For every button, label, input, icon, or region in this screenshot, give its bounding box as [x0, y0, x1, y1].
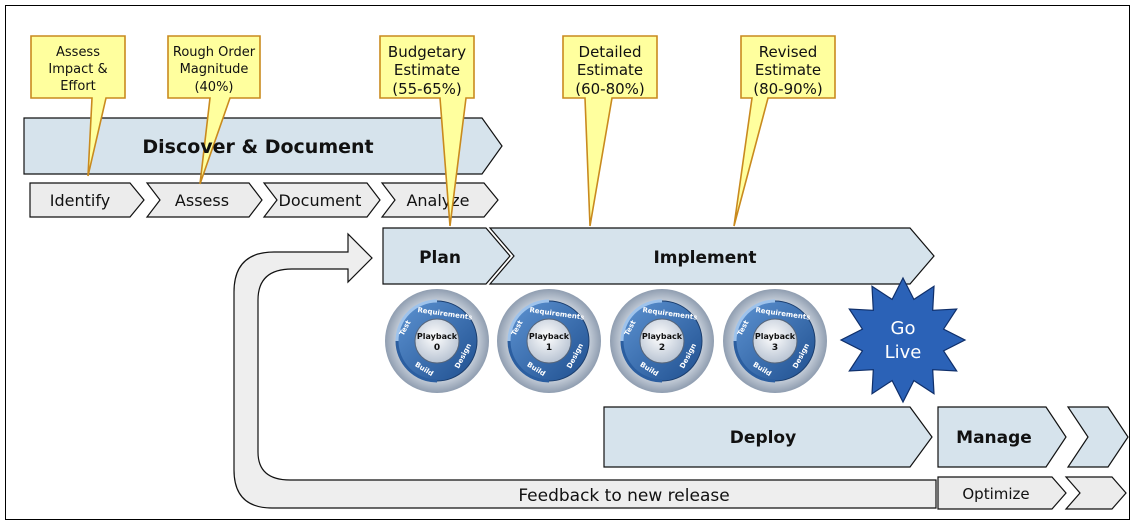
step-assess-label: Assess	[175, 191, 229, 210]
step-analyze-label: Analyze	[406, 191, 469, 210]
playback-0-number: 0	[434, 343, 440, 353]
optimize-chevron	[937, 476, 1067, 510]
optimize-continuation-chevron	[1064, 476, 1127, 510]
phase-implement-label: Implement	[653, 248, 756, 268]
callout-detailed-line-1: Detailed	[579, 43, 642, 61]
callout-revised-line-1: Revised	[759, 43, 818, 61]
playback-3-number: 3	[772, 343, 778, 353]
step-assess-chevron	[145, 182, 263, 218]
callout-rough-order-line-2: Magnitude	[180, 62, 249, 77]
callout-detailed: Detailed Estimate (60-80%)	[562, 35, 658, 227]
step-chevrons: Identify Assess Document Analyze	[29, 182, 499, 218]
callout-assess-line-1: Assess	[56, 45, 100, 60]
phase-manage-label: Manage	[956, 428, 1032, 448]
phase-deploy-arrow	[603, 406, 933, 468]
callout-rough-order: Rough Order Magnitude (40%)	[167, 35, 261, 185]
phase-deploy-label: Deploy	[730, 428, 796, 448]
go-live-star: Go Live	[839, 276, 967, 404]
phase-implement-arrow	[488, 227, 935, 285]
callout-budgetary-line-1: Budgetary	[388, 43, 466, 61]
playback-cycle-3: Requirements Test Design Build Playback …	[723, 289, 827, 393]
callout-assess: Assess Impact & Effort	[30, 35, 126, 177]
callout-rough-order-line-1: Rough Order	[173, 45, 256, 60]
feedback-loop-arrow	[233, 232, 937, 509]
callout-rough-order-line-3: (40%)	[194, 80, 233, 95]
playback-cycle-1: Requirements Test Design Build Playback …	[497, 289, 601, 393]
phase-discover-arrow	[23, 117, 503, 175]
phase-discover-label: Discover & Document	[142, 136, 373, 158]
phase-manage-continuation-arrow	[1066, 406, 1129, 468]
playback-cycle-2: Requirements Test Design Build Playback …	[610, 289, 714, 393]
go-live-line-2: Live	[885, 342, 922, 363]
playback-cycle-0: Requirements Test Design Build Playback …	[385, 289, 489, 393]
step-analyze-chevron	[380, 182, 499, 218]
callout-assess-line-3: Effort	[60, 79, 96, 94]
callout-revised: Revised Estimate (80-90%)	[733, 35, 836, 227]
playback-2-number: 2	[659, 343, 665, 353]
phase-manage-arrow	[937, 406, 1067, 468]
phase-plan-arrow	[382, 227, 511, 285]
callout-revised-line-3: (80-90%)	[753, 80, 823, 98]
playback-cycles: Requirements Test Design Build Playback …	[385, 289, 827, 393]
go-live-starburst	[839, 276, 967, 404]
playback-3-title: Playback	[755, 332, 796, 341]
playback-1-number: 1	[546, 343, 552, 353]
callout-budgetary-line-2: Estimate	[394, 61, 460, 79]
callout-budgetary-line-3: (55-65%)	[392, 80, 462, 98]
step-identify-label: Identify	[50, 191, 110, 210]
callout-assess-line-2: Impact &	[48, 62, 107, 77]
playback-0-title: Playback	[417, 332, 458, 341]
callout-revised-line-2: Estimate	[755, 61, 821, 79]
step-identify-chevron	[29, 182, 145, 218]
step-document-chevron	[262, 182, 381, 218]
callout-detailed-line-2: Estimate	[577, 61, 643, 79]
callout-budgetary: Budgetary Estimate (55-65%)	[379, 35, 475, 227]
playback-1-title: Playback	[529, 332, 570, 341]
optimize-label: Optimize	[962, 485, 1029, 503]
feedback-label: Feedback to new release	[518, 486, 729, 506]
step-document-label: Document	[279, 191, 362, 210]
go-live-line-1: Go	[891, 318, 916, 339]
callout-detailed-line-3: (60-80%)	[575, 80, 645, 98]
playback-2-title: Playback	[642, 332, 683, 341]
phase-plan-label: Plan	[419, 248, 461, 268]
